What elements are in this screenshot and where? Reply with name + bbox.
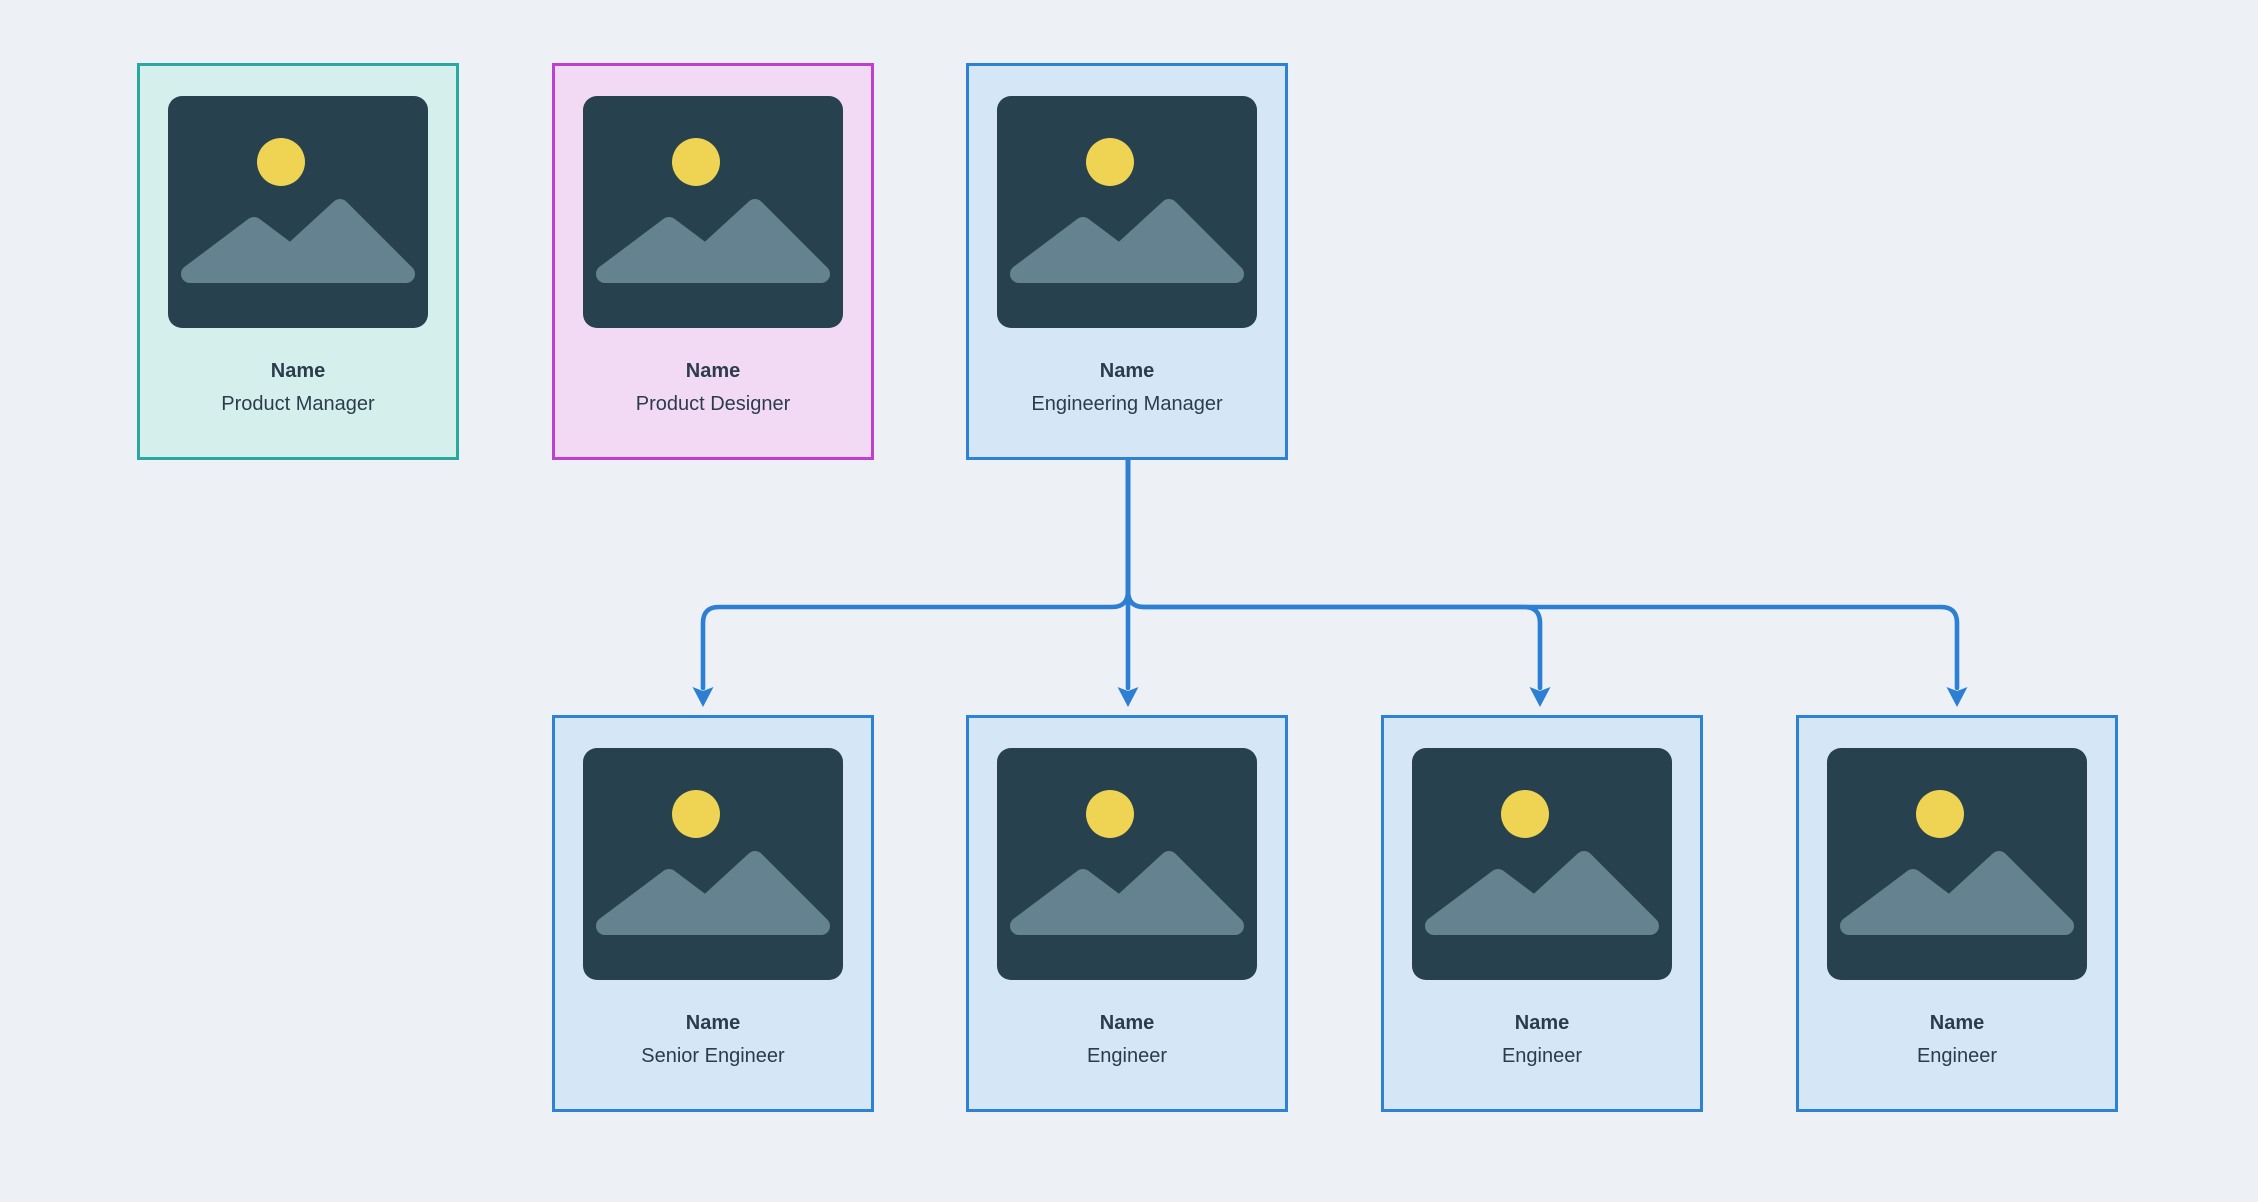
mountains-icon: [1010, 851, 1244, 935]
card-role: Product Designer: [635, 393, 791, 415]
mountains-icon: [596, 199, 830, 283]
mountains-icon: [596, 851, 830, 935]
card-name: Name: [685, 360, 741, 382]
card-name: Name: [1099, 360, 1155, 382]
connector-line-engineering-manager-to-engineer-3: [1125, 455, 1960, 691]
sun-icon: [1916, 790, 1964, 838]
image-placeholder-icon: [997, 748, 1257, 980]
mountains-icon: [181, 199, 415, 283]
arrowhead-icon-engineer-2: [1529, 687, 1551, 707]
image-placeholder-icon: [583, 96, 843, 328]
org-card-engineer-2[interactable]: Name Engineer: [1381, 715, 1703, 1112]
arrowhead-icon-engineer-1: [1117, 687, 1139, 707]
org-card-engineer-1[interactable]: Name Engineer: [966, 715, 1288, 1112]
image-placeholder-icon: [1827, 748, 2087, 980]
arrowhead-icon-senior-engineer: [692, 687, 714, 707]
sun-icon: [257, 138, 305, 186]
image-placeholder-icon: [1412, 748, 1672, 980]
org-card-product-designer[interactable]: Name Product Designer: [552, 63, 874, 460]
connector-line-engineering-manager-to-engineer-2: [1125, 455, 1543, 691]
card-name: Name: [1929, 1012, 1985, 1034]
sun-icon: [1086, 790, 1134, 838]
org-card-engineering-manager[interactable]: Name Engineering Manager: [966, 63, 1288, 460]
sun-icon: [672, 790, 720, 838]
image-placeholder-icon: [583, 748, 843, 980]
card-role: Product Manager: [221, 393, 375, 415]
card-role: Engineer: [1501, 1045, 1583, 1067]
org-card-product-manager[interactable]: Name Product Manager: [137, 63, 459, 460]
connector-line-engineering-manager-to-senior-engineer: [700, 455, 1131, 691]
card-name: Name: [685, 1012, 741, 1034]
mountains-icon: [1425, 851, 1659, 935]
card-name: Name: [270, 360, 326, 382]
card-role: Engineer: [1086, 1045, 1168, 1067]
mountains-icon: [1010, 199, 1244, 283]
card-name: Name: [1514, 1012, 1570, 1034]
org-card-engineer-3[interactable]: Name Engineer: [1796, 715, 2118, 1112]
org-card-senior-engineer[interactable]: Name Senior Engineer: [552, 715, 874, 1112]
arrowhead-icon-engineer-3: [1946, 687, 1968, 707]
image-placeholder-icon: [997, 96, 1257, 328]
image-placeholder-icon: [168, 96, 428, 328]
card-role: Engineering Manager: [1031, 393, 1223, 415]
card-role: Engineer: [1916, 1045, 1998, 1067]
card-role: Senior Engineer: [641, 1045, 785, 1067]
sun-icon: [1086, 138, 1134, 186]
sun-icon: [672, 138, 720, 186]
sun-icon: [1501, 790, 1549, 838]
card-name: Name: [1099, 1012, 1155, 1034]
mountains-icon: [1840, 851, 2074, 935]
